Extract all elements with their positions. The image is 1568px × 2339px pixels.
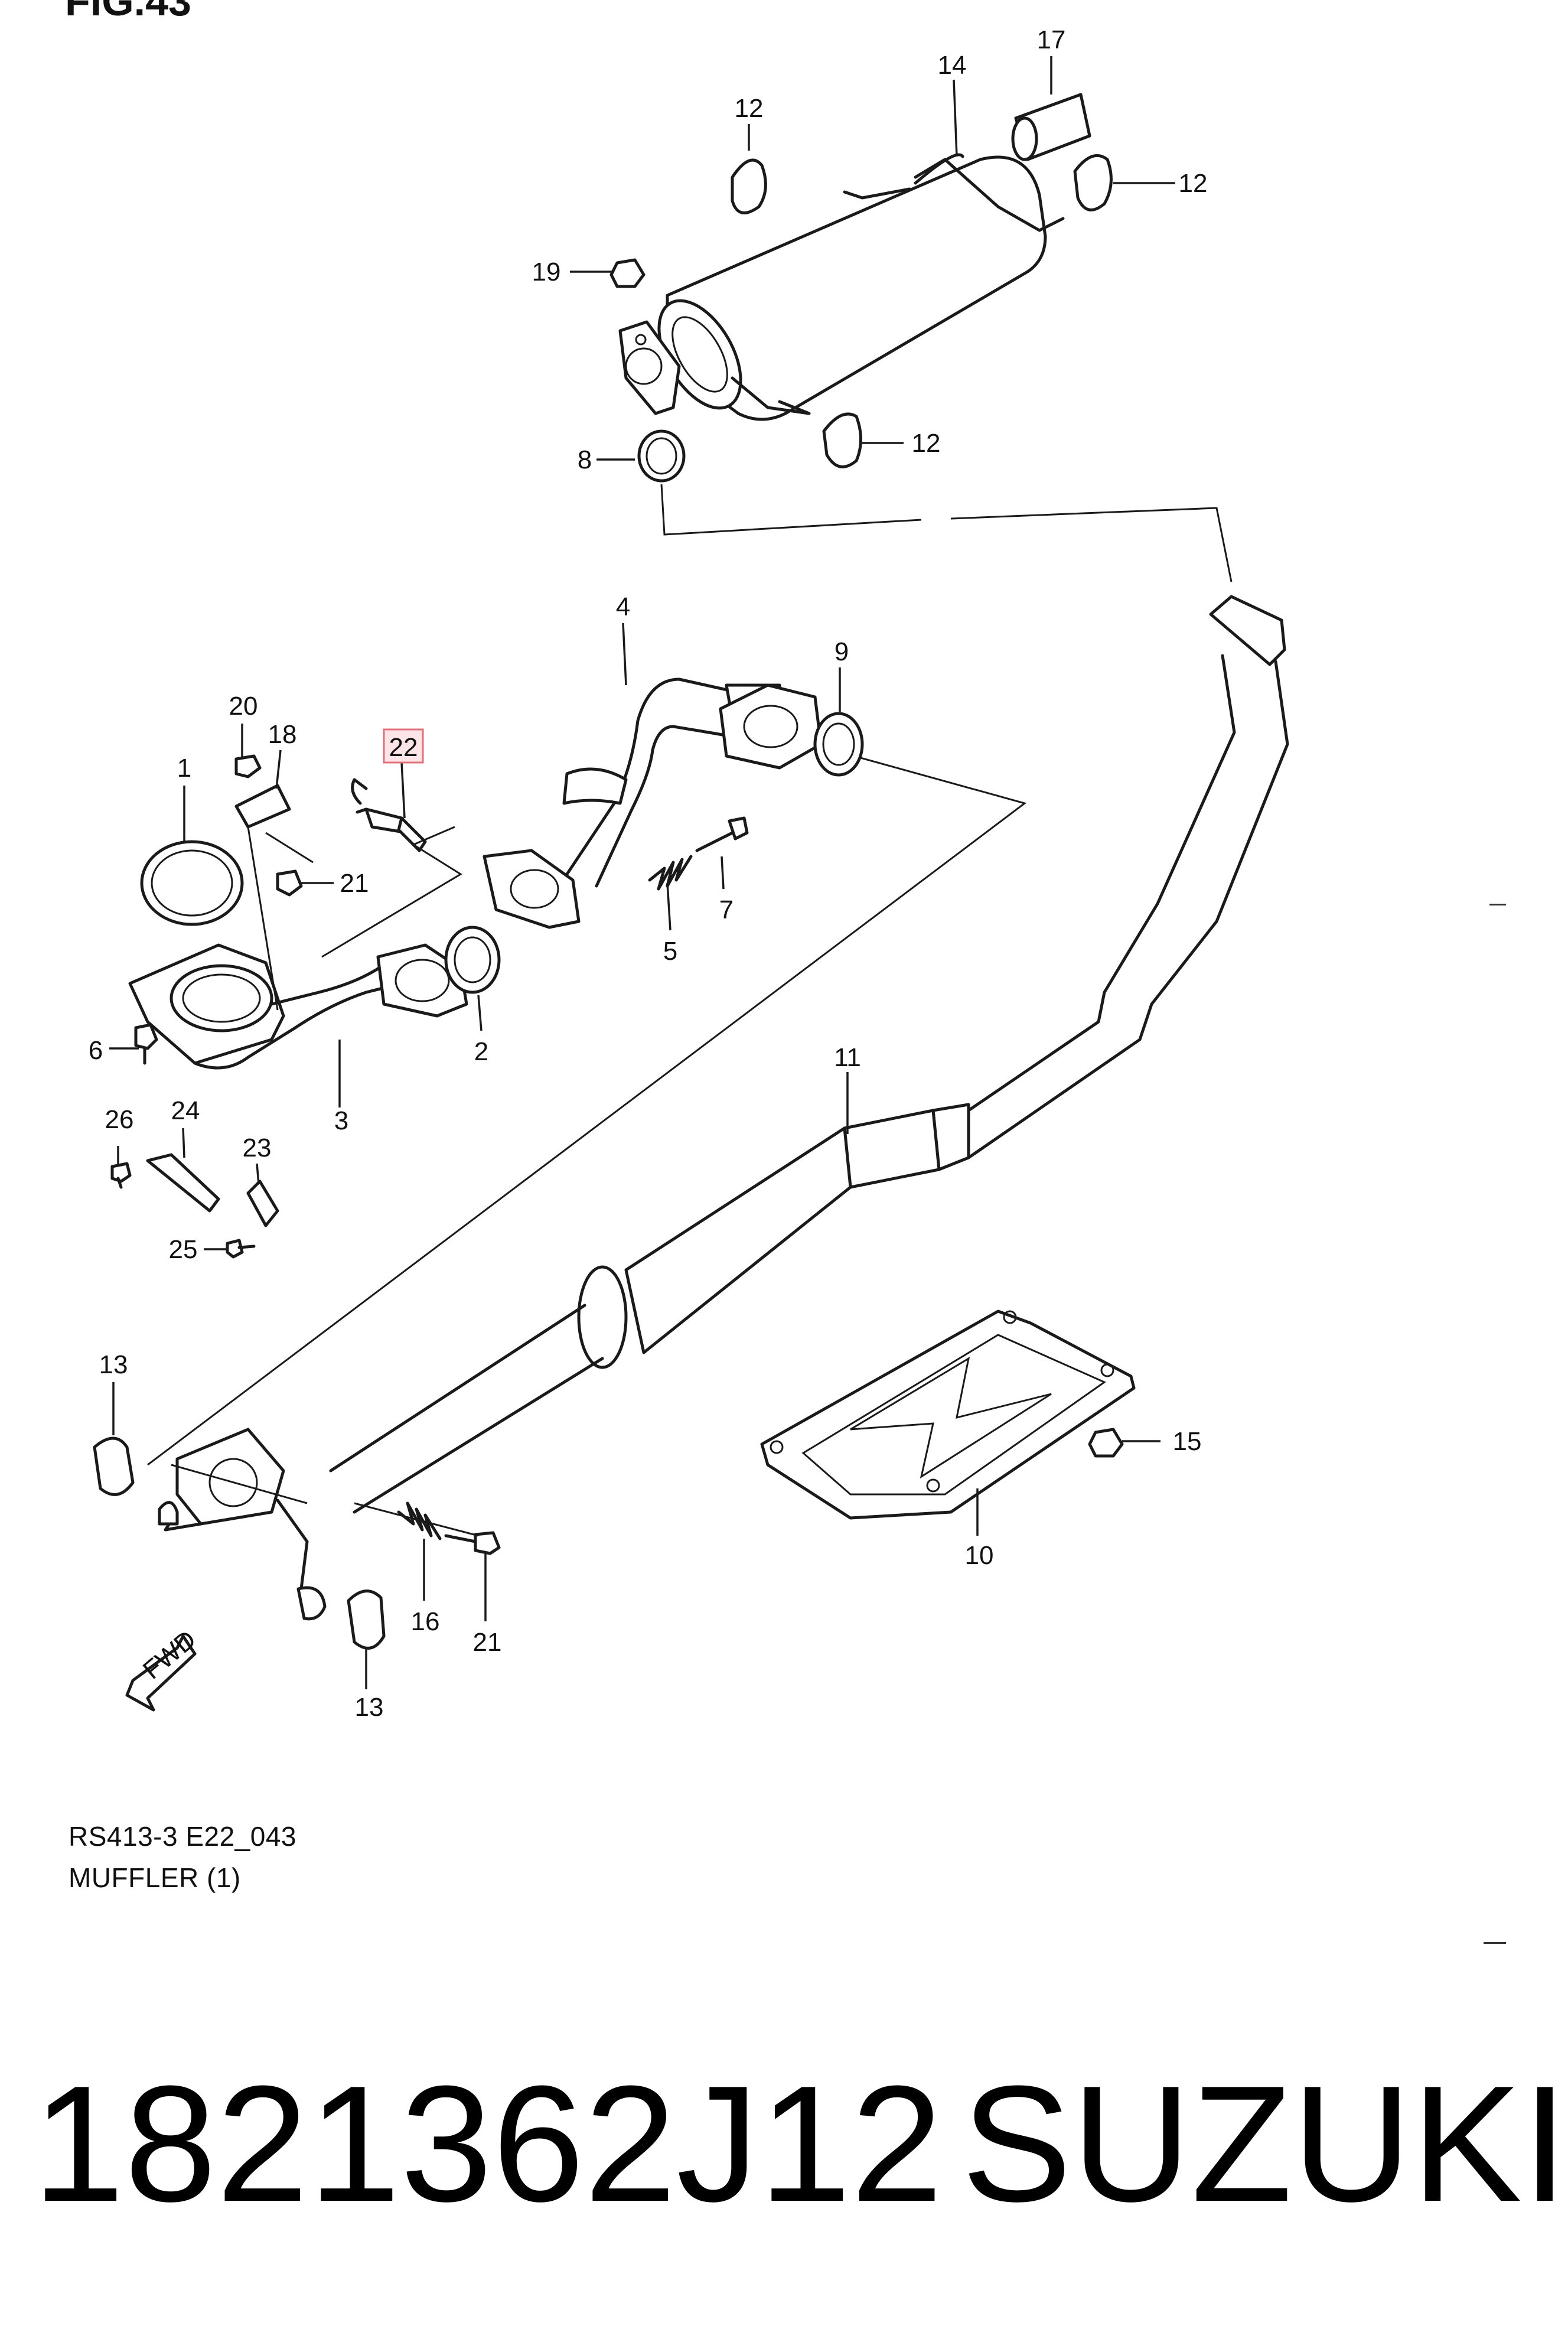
callout-14: 14 <box>938 51 967 80</box>
part-number-caption: 1821362J12 <box>32 2052 943 2236</box>
gasket-part-2 <box>444 926 501 994</box>
callout-3: 3 <box>334 1106 348 1135</box>
callout-21-top: 20 <box>229 692 258 721</box>
callout-18: 21 <box>473 1628 502 1657</box>
callout-10: 10 <box>965 1541 994 1570</box>
callout-17: 17 <box>1037 25 1066 54</box>
hanger-parts-13 <box>93 1436 386 1650</box>
callout-24: 24 <box>171 1096 200 1125</box>
callout-4: 4 <box>616 592 630 621</box>
callout-19: 19 <box>532 258 561 286</box>
callout-9: 9 <box>834 637 849 666</box>
callout-6: 6 <box>89 1036 103 1065</box>
exhaust-pipe-4 <box>483 677 823 929</box>
front-exhaust-pipe <box>128 840 468 1070</box>
spring-bolt-parts-upper <box>648 816 749 891</box>
callout-15: 15 <box>1173 1427 1202 1456</box>
small-parts-23-26 <box>110 1153 279 1259</box>
callout-5: 5 <box>663 937 677 966</box>
bracket-bolts-parts <box>234 754 462 1011</box>
figure-code: RS413-3 E22_043 <box>69 1821 297 1852</box>
callout-7: 7 <box>719 895 734 924</box>
edge-tick-mark <box>1489 904 1506 905</box>
callout-labels: 14 17 12 12 12 19 8 4 9 5 7 1 2 3 6 11 2… <box>89 25 1208 1722</box>
callout-20: 18 <box>268 720 297 749</box>
clamp-sleeve-part <box>1011 93 1091 161</box>
callout-22-highlight <box>383 728 424 764</box>
callout-8: 8 <box>578 445 592 474</box>
edge-tick-mark <box>1484 1942 1506 1944</box>
callout-13-bottom: 13 <box>355 1693 384 1722</box>
leader-lines <box>109 56 1175 1689</box>
gasket-part-9 <box>813 712 864 777</box>
oxygen-sensor-part <box>351 778 427 852</box>
nut-part-19 <box>609 258 646 288</box>
figure-header: FIG.43 <box>65 0 191 24</box>
callout-12-top: 12 <box>735 94 764 123</box>
gasket-part-8 <box>637 429 686 483</box>
callout-11: 11 <box>834 1043 861 1072</box>
callout-26: 26 <box>105 1105 134 1134</box>
callout-22: 22 <box>389 733 418 762</box>
callout-2: 2 <box>474 1037 488 1066</box>
parts-diagram-panel: FIG.43 <box>65 0 1289 1893</box>
bolt-part-6 <box>134 1023 158 1065</box>
exploded-view-drawing: FWD <box>89 25 1289 1722</box>
callout-16: 16 <box>411 1607 440 1636</box>
callout-12-bottom: 12 <box>912 429 941 458</box>
callout-1: 1 <box>177 754 191 783</box>
forward-direction-arrow: FWD <box>125 1625 201 1712</box>
callout-25: 25 <box>169 1235 198 1264</box>
rubber-hanger-parts <box>731 154 1113 468</box>
heat-shield-part <box>760 1309 1136 1520</box>
brand-caption: SUZUKI <box>961 2052 1568 2236</box>
nut-part-15 <box>1088 1428 1124 1458</box>
callout-13-top: 13 <box>99 1350 128 1379</box>
callout-21-right: 21 <box>340 869 369 898</box>
figure-title: MUFFLER (1) <box>69 1862 241 1893</box>
rear-muffler-assembly <box>618 153 1065 421</box>
callout-12-right: 12 <box>1179 169 1208 198</box>
center-pipe-assembly <box>158 595 1289 1621</box>
callout-23: 23 <box>243 1133 272 1162</box>
